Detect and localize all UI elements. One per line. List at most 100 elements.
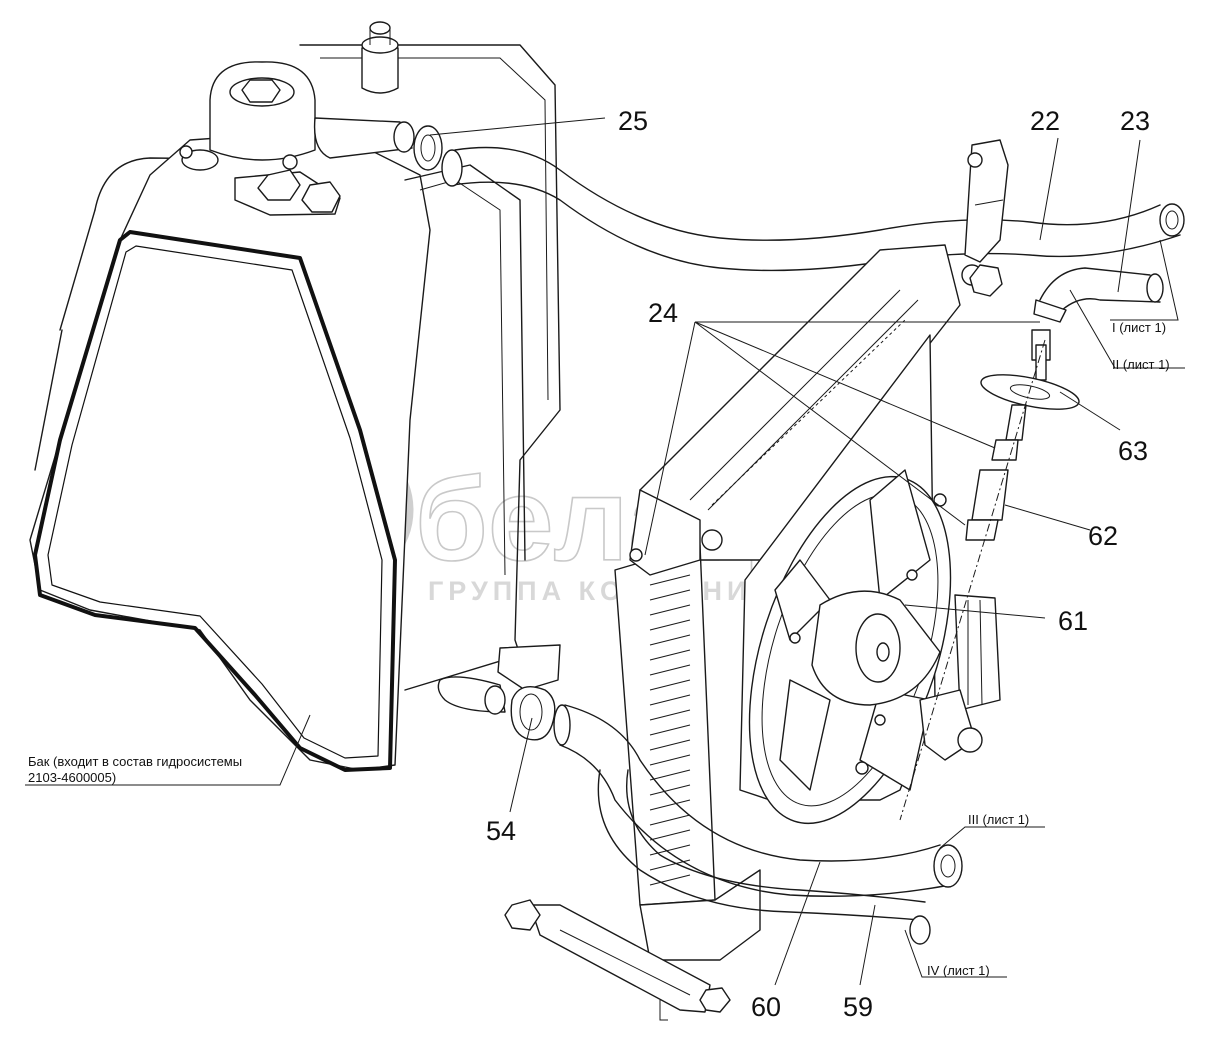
fittings-62-63 bbox=[899, 329, 1080, 821]
cooler-left-mount bbox=[629, 489, 701, 576]
cooler-core-fins bbox=[649, 574, 691, 886]
hose-23-lower-edge bbox=[1061, 298, 1161, 311]
filler-cap-hex-icon bbox=[241, 79, 281, 103]
bracket-lower-nut-1-icon bbox=[504, 899, 541, 931]
hose-60-end-bore bbox=[940, 854, 956, 878]
bracket-lower-foot bbox=[659, 1000, 668, 1021]
callout-61: 61 bbox=[1058, 606, 1088, 636]
leader-lines bbox=[25, 117, 1185, 986]
note-sheet-i: I (лист 1) bbox=[1112, 320, 1166, 335]
hose-bracket-lower bbox=[504, 899, 731, 1021]
hose-22-lower-edge bbox=[451, 181, 1181, 272]
hose-22-end-right bbox=[1159, 203, 1185, 237]
leader-24-a bbox=[644, 321, 696, 556]
hose-60-end-right bbox=[933, 844, 963, 888]
watermark-subtitle: ГРУППА КОМПАНИЙ bbox=[428, 575, 776, 606]
fan-bolt-5-icon bbox=[874, 714, 886, 726]
fan-shaft-icon bbox=[876, 642, 890, 662]
bracket-upper-line bbox=[974, 199, 1004, 206]
clamp-25-icon bbox=[413, 125, 443, 171]
leader-54 bbox=[509, 717, 533, 813]
leader-62 bbox=[1004, 504, 1091, 531]
outlet-nut-icon bbox=[393, 121, 415, 153]
leader-23 bbox=[1117, 139, 1141, 293]
hydraulic-tank bbox=[29, 21, 561, 772]
tank-side-inner bbox=[419, 179, 506, 576]
callout-60: 60 bbox=[751, 992, 781, 1022]
hose-59 bbox=[597, 769, 931, 945]
callout-63: 63 bbox=[1118, 436, 1148, 466]
hose-59-upper-edge bbox=[597, 769, 921, 921]
lower-mount-nut-icon bbox=[957, 727, 983, 753]
leader-59 bbox=[859, 904, 876, 986]
tank-bolt-icon bbox=[179, 145, 193, 159]
fan-bolt-4-icon bbox=[855, 761, 869, 775]
leader-25 bbox=[429, 117, 606, 136]
fitting-bolt-icon bbox=[282, 154, 298, 170]
hose-23 bbox=[1033, 267, 1164, 323]
note-tank-line1: Бак (входит в состав гидросистемы bbox=[28, 754, 242, 769]
tank-front-panel bbox=[33, 230, 397, 772]
hose-23-clamp bbox=[1033, 299, 1067, 323]
callout-24: 24 bbox=[648, 298, 678, 328]
callout-22: 22 bbox=[1030, 106, 1060, 136]
fitting-axis bbox=[899, 339, 1046, 821]
leader-sheet-ii bbox=[1069, 289, 1185, 369]
hose-59-lower-edge-hint bbox=[626, 769, 926, 903]
callout-23: 23 bbox=[1120, 106, 1150, 136]
fan-blade-1 bbox=[869, 469, 931, 601]
fan-blade-3 bbox=[779, 679, 831, 791]
hose-bracket-upper bbox=[961, 139, 1009, 297]
fan-bolt-2-icon bbox=[906, 569, 918, 581]
fitting-63-stem bbox=[1035, 344, 1047, 381]
bracket-nut-2-icon bbox=[969, 264, 1003, 297]
bracket-upper-bolt-icon bbox=[967, 152, 983, 168]
note-tank-line2: 2103-4600005) bbox=[28, 770, 116, 785]
hose-23-end bbox=[1146, 273, 1164, 303]
tank-guard-top bbox=[94, 157, 331, 211]
motor-housing bbox=[954, 594, 1001, 711]
fitting-nut-1-icon bbox=[257, 169, 301, 201]
clamp-25-inner bbox=[420, 134, 436, 162]
callouts: 25 22 23 24 63 62 61 54 60 59 bbox=[486, 106, 1150, 1022]
note-sheet-iv: IV (лист 1) bbox=[927, 963, 990, 978]
fitting-63-nut-icon bbox=[991, 439, 1019, 461]
sheet-notes: I (лист 1) II (лист 1) III (лист 1) IV (… bbox=[28, 320, 1170, 978]
fitting-nut-2-icon bbox=[301, 181, 341, 213]
tank-guard-side bbox=[59, 209, 96, 331]
hose-23-upper-edge bbox=[1039, 267, 1151, 301]
hose-60-upper-edge bbox=[564, 704, 941, 862]
hose-60-lower-edge bbox=[559, 744, 951, 897]
tank-guard-lower bbox=[34, 329, 63, 471]
hose-60-end-left bbox=[553, 704, 571, 746]
hose-60 bbox=[553, 704, 963, 897]
leader-24-c bbox=[694, 321, 996, 449]
cooler-mount-bolt-icon bbox=[629, 548, 643, 562]
tank-front-panel-inner bbox=[47, 245, 383, 759]
fitting-62-body bbox=[971, 469, 1009, 521]
bracket-lower-nut-2-icon bbox=[699, 987, 731, 1013]
clamp-54-inner bbox=[519, 693, 543, 731]
leader-sheet-iv bbox=[904, 929, 1007, 978]
hose-22-end-left bbox=[441, 149, 463, 187]
leader-63 bbox=[1059, 391, 1121, 431]
cooler-top-fins bbox=[711, 319, 906, 506]
callout-62: 62 bbox=[1088, 521, 1118, 551]
note-sheet-iii: III (лист 1) bbox=[968, 812, 1029, 827]
tank-rear-edge bbox=[320, 57, 549, 401]
bracket-lower-line bbox=[559, 929, 691, 996]
hose-22-upper-edge bbox=[454, 146, 1161, 241]
hose-59-end bbox=[909, 915, 931, 945]
bracket-upper-plate bbox=[964, 139, 1009, 263]
breather-plug-top bbox=[361, 36, 399, 54]
breather-plug-knob bbox=[369, 21, 391, 35]
callout-54: 54 bbox=[486, 816, 516, 846]
callout-25: 25 bbox=[618, 106, 648, 136]
oil-cooler bbox=[614, 244, 1001, 961]
fitting-63-flange bbox=[980, 374, 1080, 410]
fitting-63-lower-stem bbox=[1005, 404, 1027, 441]
note-sheet-ii: II (лист 1) bbox=[1112, 357, 1170, 372]
leader-61 bbox=[904, 604, 1046, 619]
cooler-mount-nut-icon bbox=[701, 529, 723, 551]
